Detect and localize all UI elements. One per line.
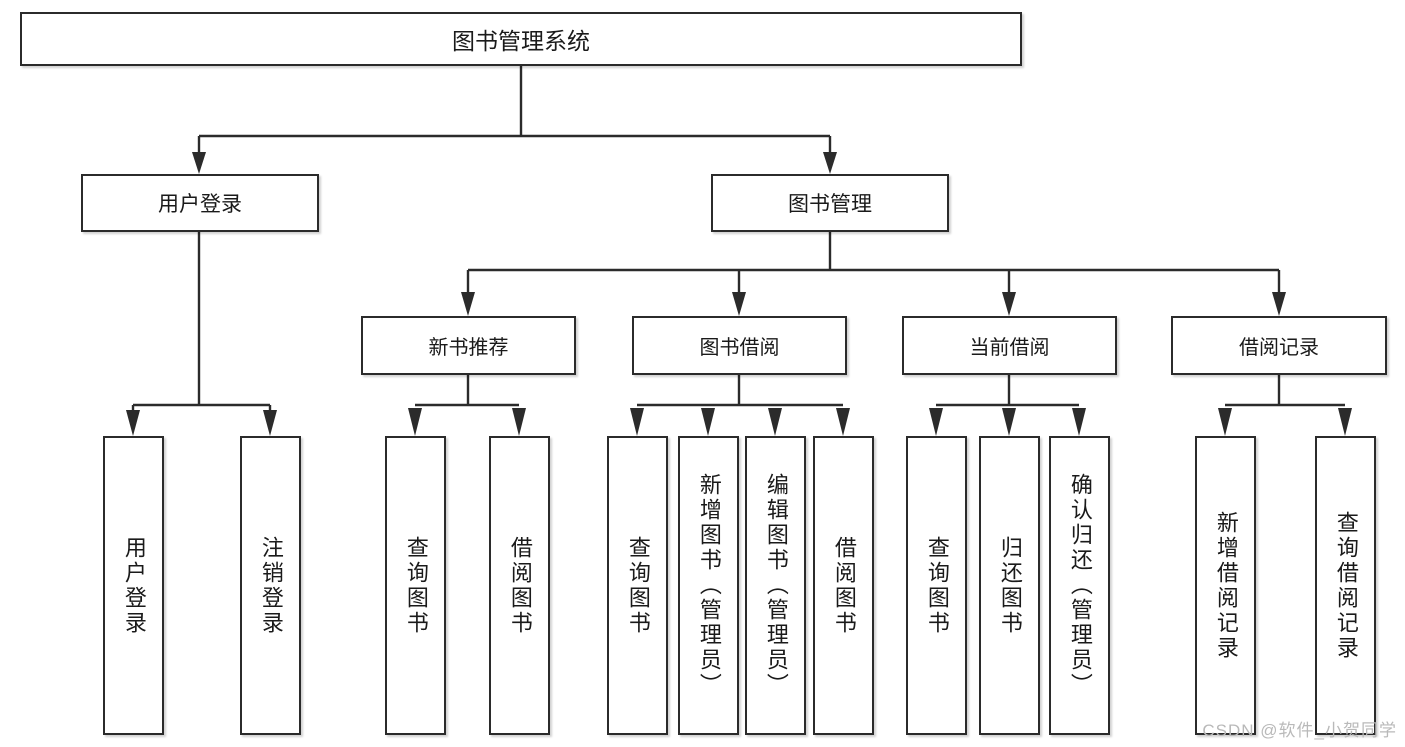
- node-borrow-record-label: 借阅记录: [1239, 337, 1319, 359]
- leaf-confirm-return[interactable]: 确认归还（管理员）: [1049, 436, 1110, 735]
- leaf-query-book-2[interactable]: 查询图书: [607, 436, 668, 735]
- leaf-edit-book-label: 编辑图书（管理员）: [763, 473, 789, 698]
- node-user-login[interactable]: 用户登录: [81, 174, 319, 232]
- leaf-borrow-book-2-label: 借阅图书: [831, 535, 857, 636]
- node-root-label: 图书管理系统: [452, 28, 590, 54]
- leaf-query-book-1[interactable]: 查询图书: [385, 436, 446, 735]
- leaf-query-record-label: 查询借阅记录: [1333, 510, 1359, 661]
- leaf-add-record-label: 新增借阅记录: [1213, 510, 1239, 661]
- leaf-logout[interactable]: 注销登录: [240, 436, 301, 735]
- node-user-login-label: 用户登录: [158, 193, 242, 216]
- leaf-user-login[interactable]: 用户登录: [103, 436, 164, 735]
- leaf-query-book-3[interactable]: 查询图书: [906, 436, 967, 735]
- csdn-watermark: CSDN @软件_小贺同学: [1202, 721, 1397, 740]
- leaf-query-book-1-label: 查询图书: [403, 535, 429, 636]
- leaf-confirm-return-label: 确认归还（管理员）: [1067, 473, 1093, 698]
- node-book-borrow-label: 图书借阅: [699, 337, 780, 359]
- node-current-borrow-label: 当前借阅: [969, 337, 1050, 359]
- leaf-add-book[interactable]: 新增图书（管理员）: [678, 436, 739, 735]
- node-book-borrow[interactable]: 图书借阅: [632, 316, 847, 375]
- node-new-book-rec-label: 新书推荐: [428, 337, 509, 359]
- node-root[interactable]: 图书管理系统: [20, 12, 1022, 66]
- leaf-query-record[interactable]: 查询借阅记录: [1315, 436, 1376, 735]
- leaf-query-book-2-label: 查询图书: [625, 535, 651, 636]
- node-new-book-rec[interactable]: 新书推荐: [361, 316, 576, 375]
- leaf-user-login-label: 用户登录: [121, 535, 147, 636]
- node-borrow-record[interactable]: 借阅记录: [1171, 316, 1387, 375]
- node-book-manage-label: 图书管理: [788, 193, 872, 216]
- leaf-add-book-label: 新增图书（管理员）: [696, 473, 722, 698]
- leaf-logout-label: 注销登录: [258, 535, 284, 636]
- leaf-edit-book[interactable]: 编辑图书（管理员）: [745, 436, 806, 735]
- leaf-add-record[interactable]: 新增借阅记录: [1195, 436, 1256, 735]
- leaf-borrow-book-2[interactable]: 借阅图书: [813, 436, 874, 735]
- leaf-return-book-label: 归还图书: [997, 535, 1023, 636]
- leaf-return-book[interactable]: 归还图书: [979, 436, 1040, 735]
- node-current-borrow[interactable]: 当前借阅: [902, 316, 1117, 375]
- leaf-query-book-3-label: 查询图书: [924, 535, 950, 636]
- leaf-borrow-book-1-label: 借阅图书: [507, 535, 533, 636]
- node-book-manage[interactable]: 图书管理: [711, 174, 949, 232]
- leaf-borrow-book-1[interactable]: 借阅图书: [489, 436, 550, 735]
